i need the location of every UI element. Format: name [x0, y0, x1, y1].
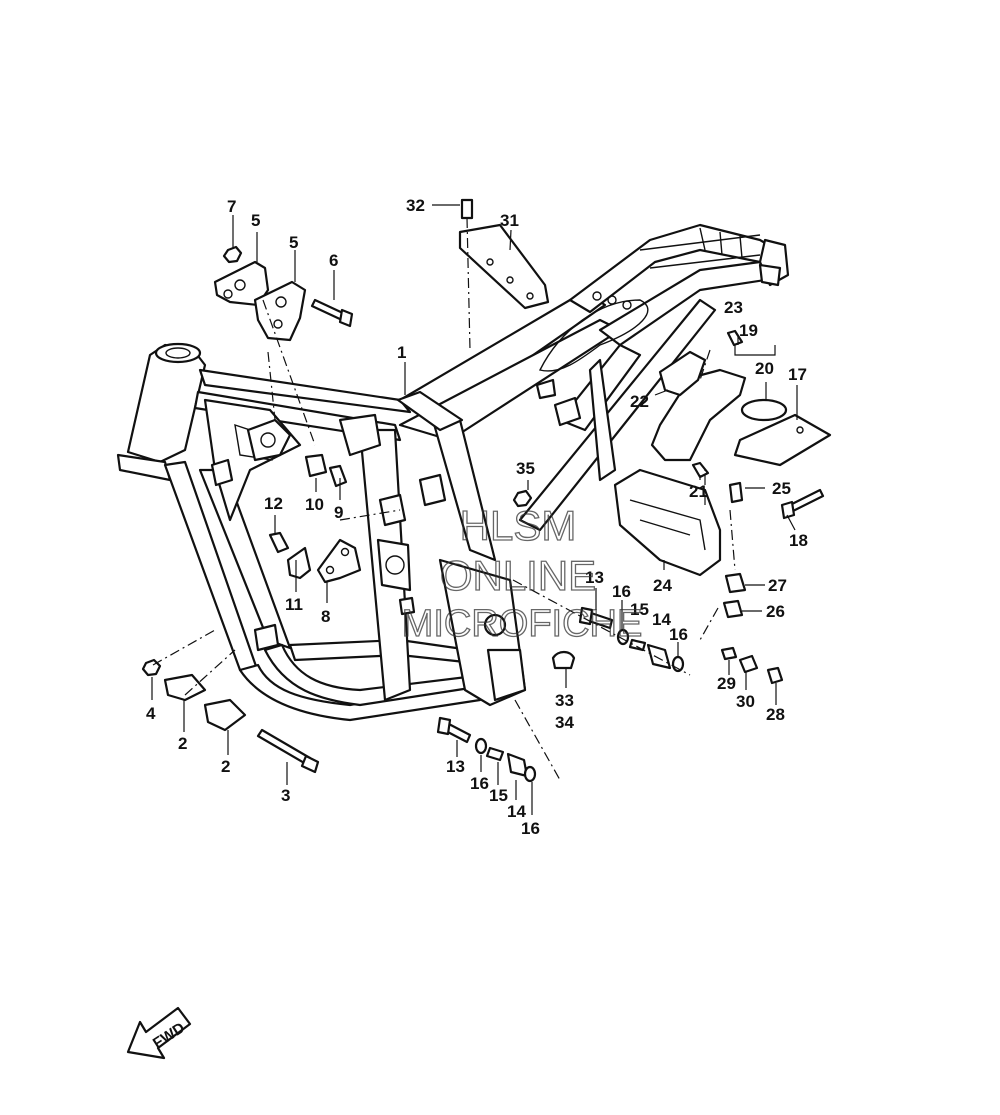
engine-mount-plate — [203, 698, 247, 732]
callout-16: 16 — [521, 819, 540, 838]
callout-16: 16 — [470, 774, 489, 793]
screw — [460, 198, 474, 220]
screw — [268, 531, 290, 554]
watermark-line-1: HLSM — [460, 502, 577, 549]
spacer — [304, 453, 328, 478]
callout-7: 7 — [227, 197, 236, 216]
fwd-direction-arrow: FWD — [126, 1006, 192, 1060]
callout-6: 6 — [329, 251, 338, 270]
callout-1: 1 — [397, 343, 406, 362]
callout-16: 16 — [669, 625, 688, 644]
bolt — [310, 298, 354, 328]
collar — [485, 746, 505, 762]
callout-leaders — [151, 204, 798, 815]
callout-labels: 1 2 2 3 4 5 5 6 7 8 9 10 11 12 13 13 14 … — [146, 196, 808, 838]
rubber-mount — [650, 368, 747, 462]
callout-10: 10 — [305, 495, 324, 514]
callout-22: 22 — [630, 392, 649, 411]
bolt — [728, 481, 744, 504]
callout-24: 24 — [653, 576, 672, 595]
callout-18: 18 — [789, 531, 808, 550]
cover-plate — [733, 413, 832, 467]
upper-mount-bracket — [253, 280, 307, 342]
callout-5: 5 — [251, 211, 260, 230]
clip — [720, 646, 738, 661]
watermark: HLSM ONLINE MICROFICHE — [401, 501, 643, 645]
pivot-bolt — [578, 606, 614, 630]
callout-13: 13 — [585, 568, 604, 587]
callout-11: 11 — [285, 595, 303, 614]
rubber-cup — [740, 398, 788, 422]
watermark-line-2: ONLINE — [440, 552, 596, 599]
clamp — [286, 546, 312, 580]
bolt — [328, 464, 348, 488]
callout-19: 19 — [739, 321, 758, 340]
bracket — [316, 538, 362, 584]
bracket-plate — [458, 223, 550, 310]
watermark-line-3: MICROFICHE — [402, 603, 643, 645]
assembly-lines — [152, 217, 736, 781]
screw — [691, 461, 710, 479]
callout-2: 2 — [178, 734, 187, 753]
callout-29: 29 — [717, 674, 736, 693]
callout-17: 17 — [788, 365, 807, 384]
callout-2: 2 — [221, 757, 230, 776]
grommet — [722, 599, 744, 619]
callout-28: 28 — [766, 705, 785, 724]
battery-tray — [613, 468, 722, 577]
callout-14: 14 — [507, 802, 526, 821]
nut — [222, 245, 243, 264]
callout-4: 4 — [146, 704, 156, 723]
callout-15: 15 — [630, 600, 649, 619]
callout-35: 35 — [516, 459, 535, 478]
callout-31: 31 — [500, 211, 519, 230]
callout-33: 33 — [555, 691, 574, 710]
callout-23: 23 — [724, 298, 743, 317]
bushing — [646, 643, 672, 670]
callout-26: 26 — [766, 602, 785, 621]
nut — [512, 489, 533, 508]
callout-25: 25 — [772, 479, 791, 498]
callout-8: 8 — [321, 607, 330, 626]
washer — [523, 765, 537, 783]
callout-5: 5 — [289, 233, 298, 252]
grommet — [724, 572, 747, 594]
callout-34: 34 — [555, 713, 574, 732]
callout-9: 9 — [334, 503, 343, 522]
callout-20: 20 — [755, 359, 774, 378]
callout-12: 12 — [264, 494, 283, 513]
callout-21: 21 — [689, 482, 708, 501]
bolt — [766, 666, 784, 685]
callout-13: 13 — [446, 757, 465, 776]
callout-14: 14 — [652, 610, 671, 629]
pivot-bolt — [436, 716, 472, 744]
cap — [551, 650, 576, 670]
callout-15: 15 — [489, 786, 508, 805]
engine-mount-plate — [163, 673, 207, 702]
main-frame — [116, 223, 790, 722]
cushion — [738, 654, 759, 674]
callout-32: 32 — [406, 196, 425, 215]
callout-3: 3 — [281, 786, 290, 805]
washer — [474, 737, 488, 755]
bracket — [658, 350, 707, 397]
long-bolt — [256, 728, 320, 774]
callout-30: 30 — [736, 692, 755, 711]
bolt — [780, 488, 825, 520]
callout-27: 27 — [768, 576, 787, 595]
fwd-arrow-icon — [126, 1006, 192, 1060]
callout-16: 16 — [612, 582, 631, 601]
